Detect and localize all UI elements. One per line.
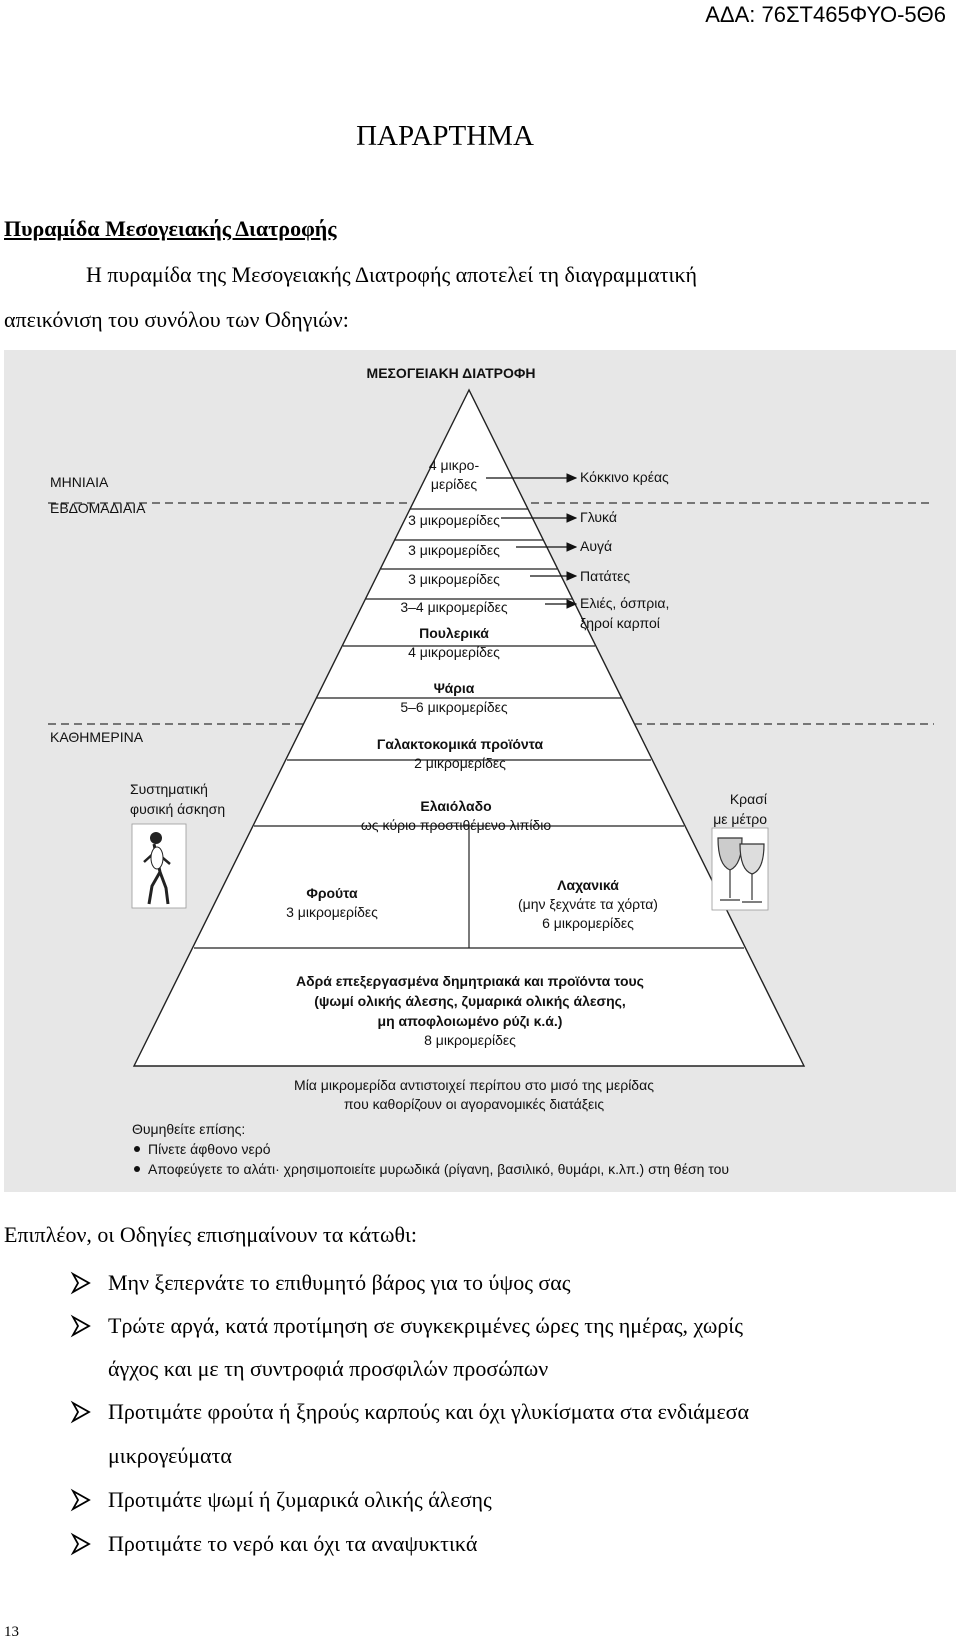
pyramid-title: ΜΕΣΟΓΕΙΑΚΗ ΔΙΑΤΡΟΦΗ <box>367 365 536 381</box>
tier-oil-name: Ελαιόλαδο <box>420 798 491 814</box>
page-number: 13 <box>4 1624 19 1640</box>
dashed-separators <box>48 502 934 725</box>
wine-glasses-illustration <box>711 827 769 911</box>
tier-grain-line2: (ψωμί ολικής άλεσης, ζυμαρικά ολικής άλε… <box>314 993 626 1009</box>
bullet-continuation: άγχος και με τη συντροφιά προσφιλών προσ… <box>108 1356 549 1381</box>
tier-poultry-qty: 4 μικρομερίδες <box>408 644 500 660</box>
arrow-bullet-icon <box>70 1271 91 1295</box>
bullet-text: Τρώτε αργά, κατά προτίμηση σε συγκεκριμέ… <box>108 1313 743 1338</box>
label-eggs: Αυγά <box>580 538 612 554</box>
section-subtitle: Πυραμίδα Μεσογειακής Διατροφής <box>4 216 337 241</box>
label-arrows <box>486 473 578 609</box>
tier-dairy-qty: 2 μικρομερίδες <box>414 755 506 771</box>
label-wine-2: με μέτρο <box>713 811 767 827</box>
label-weekly: ΕΒΔΟΜΑΔΙΑΙΑ <box>50 500 146 516</box>
tier-fruit-name: Φρούτα <box>306 885 358 901</box>
remember-item-2: Αποφεύγετε το αλάτι· χρησιμοποιείτε μυρω… <box>148 1161 729 1177</box>
page-title: ΠΑΡΑΡΤΗΜΑ <box>356 120 534 152</box>
intro-line-1: Η πυραμίδα της Μεσογειακής Διατροφής απο… <box>86 262 698 287</box>
tier4: 3 μικρομερίδες <box>408 571 500 587</box>
label-monthly: ΜΗΝΙΑΙΑ <box>50 474 109 490</box>
tier-veg-qty: 6 μικρομερίδες <box>542 915 634 931</box>
tier5: 3–4 μικρομερίδες <box>400 599 508 615</box>
tier-dividers <box>194 508 744 949</box>
ada-code: ΑΔΑ: 76ΣΤ465ΦΥΟ-5Θ6 <box>705 2 946 27</box>
label-olives-2: ξηροί καρποί <box>580 615 660 631</box>
bullet-text: Προτιμάτε το νερό και όχι τα αναψυκτικά <box>108 1531 478 1556</box>
arrow-bullet-icon <box>70 1314 91 1338</box>
after-text: Επιπλέον, οι Οδηγίες επισημαίνουν τα κάτ… <box>4 1222 418 1247</box>
bullet-text: Προτιμάτε φρούτα ή ξηρούς καρπούς και όχ… <box>108 1399 750 1424</box>
label-red-meat: Κόκκινο κρέας <box>580 469 669 485</box>
tier-grain-line1: Αδρά επεξεργασμένα δημητριακά και προϊόν… <box>296 973 644 989</box>
tier-fish-qty: 5–6 μικρομερίδες <box>400 699 508 715</box>
label-daily: ΚΑΘΗΜΕΡΙΝΑ <box>50 729 144 745</box>
label-sweets: Γλυκά <box>580 509 617 525</box>
footnote-line1: Μία μικρομερίδα αντιστοιχεί περίπου στο … <box>294 1077 654 1093</box>
bullet-text: Προτιμάτε ψωμί ή ζυμαρικά ολικής άλεσης <box>108 1487 492 1512</box>
footnote-line2: που καθορίζουν οι αγορανομικές διατάξεις <box>344 1096 605 1112</box>
tier-oil-desc: ως κύριο προστιθέμενο λιπίδιο <box>361 817 551 833</box>
tier3: 3 μικρομερίδες <box>408 542 500 558</box>
bullet-text: Μην ξεπερνάτε το επιθυμητό βάρος για το … <box>108 1270 571 1295</box>
tier2: 3 μικρομερίδες <box>408 512 500 528</box>
label-exercise-2: φυσική άσκηση <box>130 801 225 817</box>
arrow-bullet-icon <box>70 1532 91 1556</box>
intro-line-2: απεικόνιση του συνόλου των Οδηγιών: <box>4 307 349 332</box>
label-potatoes: Πατάτες <box>580 568 630 584</box>
tier-fruit-qty: 3 μικρομερίδες <box>286 904 378 920</box>
tier1-line1: 4 μικρο- <box>429 457 480 473</box>
bullet-continuation: μικρογεύματα <box>108 1443 232 1468</box>
tier-veg-desc: (μην ξεχνάτε τα χόρτα) <box>518 896 658 912</box>
remember-title: Θυμηθείτε επίσης: <box>132 1121 245 1137</box>
arrow-bullet-icon <box>70 1488 91 1512</box>
pyramid-shape <box>132 388 806 1067</box>
remember-bullet-2 <box>134 1166 140 1172</box>
pyramid-diagram: ΜΕΣΟΓΕΙΑΚΗ ΔΙΑΤΡΟΦΗ ΜΗΝΙΑΙΑ ΕΒΔΟΜΑΔΙΑΙΑ … <box>48 365 934 1177</box>
tier-poultry-name: Πουλερικά <box>419 625 489 641</box>
tier-veg-name: Λαχανικά <box>557 877 619 893</box>
tier-labels: 4 μικρο- μερίδες 3 μικρομερίδες 3 μικρομ… <box>286 457 658 1048</box>
label-olives-1: Ελιές, όσπρια, <box>580 595 669 611</box>
tier1-line2: μερίδες <box>431 476 477 492</box>
remember-bullet-1 <box>134 1146 140 1152</box>
arrow-bullet-icon <box>70 1400 91 1424</box>
label-exercise-1: Συστηματική <box>130 781 208 797</box>
tier-grain-line3: μη αποφλοιωμένο ρύζι κ.ά.) <box>378 1013 563 1029</box>
tier-grain-qty: 8 μικρομερίδες <box>424 1032 516 1048</box>
remember-item-1: Πίνετε άφθονο νερό <box>148 1141 271 1157</box>
label-wine-1: Κρασί <box>730 791 767 807</box>
runner-illustration <box>131 823 187 909</box>
tier-fish-name: Ψάρια <box>434 680 475 696</box>
pyramid-figure: ΜΕΣΟΓΕΙΑΚΗ ΔΙΑΤΡΟΦΗ ΜΗΝΙΑΙΑ ΕΒΔΟΜΑΔΙΑΙΑ … <box>4 350 956 1192</box>
tier-dairy-name: Γαλακτοκομικά προϊόντα <box>377 736 544 752</box>
